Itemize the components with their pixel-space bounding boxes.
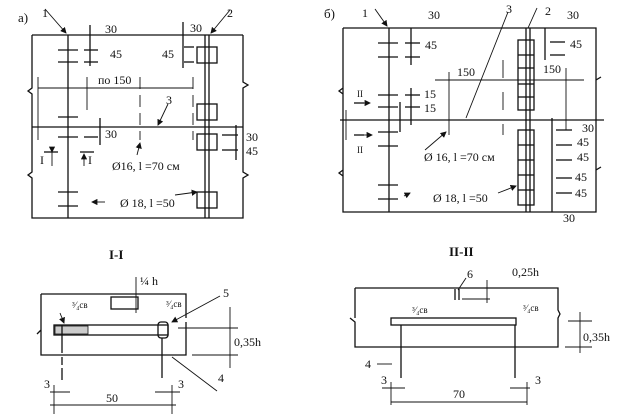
anchors-right-b xyxy=(517,28,572,212)
slab-outline-b xyxy=(337,27,602,213)
callout-3-b: 3 xyxy=(506,2,512,16)
callout-1-b: 1 xyxy=(362,6,368,20)
section-2-dim-70: 70 xyxy=(453,387,465,401)
panel-b: б) xyxy=(324,2,604,225)
section-mark-I: I I xyxy=(40,146,94,167)
anchors-right-a xyxy=(182,22,238,209)
note-b-1: Ø 18, l =50 xyxy=(433,191,488,205)
dim-b-7: 15 xyxy=(424,101,436,115)
section-2-outline xyxy=(349,287,561,348)
section-2-top-dim: 0,25h xyxy=(512,265,539,279)
note-a-0: Ø16, l =70 см xyxy=(112,159,180,173)
section-1-outline xyxy=(36,293,187,356)
section-mark-b-top: II xyxy=(357,89,363,99)
section-2-title: II-II xyxy=(449,244,474,259)
dim-b-13: 30 xyxy=(563,211,575,225)
section-2-weld-left: ³⁄₄св xyxy=(412,305,428,315)
dim-b-0: 30 xyxy=(428,8,440,22)
section-1-dim-3-right: 3 xyxy=(178,377,184,391)
dim-a-7: 45 xyxy=(246,144,258,158)
section-2-side-dim: 0,35h xyxy=(583,330,610,344)
section-1-callout-4: 4 xyxy=(218,371,224,385)
section-2-callout-6: 6 xyxy=(467,267,473,281)
section-1-1: I-I ¼ h ³⁄₄св ³⁄₄св 5 4 0,35h 3 3 50 xyxy=(36,247,261,414)
dim-b-2: 30 xyxy=(567,8,579,22)
section-2-dim-3-right: 3 xyxy=(535,373,541,387)
section-mark-a-left: I xyxy=(40,153,44,167)
panel-b-label: б) xyxy=(324,6,335,21)
dim-a-6: 30 xyxy=(246,130,258,144)
callout-3-a: 3 xyxy=(166,93,172,107)
section-1-side-dim: 0,35h xyxy=(234,335,261,349)
note-b-0: Ø 16, l =70 см xyxy=(424,150,495,164)
dim-b-8: 30 xyxy=(582,121,594,135)
dim-b-12: 45 xyxy=(575,186,587,200)
dim-a-1: 45 xyxy=(110,47,122,61)
callout-2-a: 2 xyxy=(227,6,233,20)
dim-a-3: 45 xyxy=(162,47,174,61)
anchors-left-b xyxy=(378,28,420,200)
dim-b-4: 150 xyxy=(457,65,475,79)
section-1-weld-right: ³⁄₄св xyxy=(166,299,182,309)
dim-b-9: 45 xyxy=(577,135,589,149)
section-1-dim-50: 50 xyxy=(106,391,118,405)
section-mark-a-right: I xyxy=(88,153,92,167)
panel-a-label: а) xyxy=(18,10,28,25)
dim-b-11: 45 xyxy=(575,170,587,184)
dim-a-4: по 150 xyxy=(98,73,131,87)
note-a-1: Ø 18, l =50 xyxy=(120,196,175,210)
dim-b-5: 150 xyxy=(543,62,561,76)
section-mark-II: II II xyxy=(354,89,373,155)
dim-b-3: 45 xyxy=(570,37,582,51)
dim-b-1: 45 xyxy=(425,38,437,52)
section-2-callout-4: 4 xyxy=(365,357,371,371)
section-1-top-dim: ¼ h xyxy=(140,274,158,288)
section-1-rib-notch xyxy=(110,296,139,310)
slab-outline-a xyxy=(26,34,250,219)
section-mark-b-bottom: II xyxy=(357,145,363,155)
anchors-left-a xyxy=(58,25,101,207)
panel-a: а) xyxy=(18,6,258,219)
section-2-2: II-II 6 0,25h ³⁄₄св ³⁄₄св 4 0,35h 3 3 70 xyxy=(349,244,610,405)
section-1-weld-left: ³⁄₄св xyxy=(72,300,88,310)
section-2-dim-3-left: 3 xyxy=(381,373,387,387)
dim-a-2: 30 xyxy=(190,21,202,35)
dim-a-5: 30 xyxy=(105,127,117,141)
section-1-title: I-I xyxy=(109,247,123,262)
dim-b-10: 45 xyxy=(577,150,589,164)
dim-b-6: 15 xyxy=(424,87,436,101)
callout-1-a: 1 xyxy=(42,6,48,20)
callout-2-b: 2 xyxy=(545,4,551,18)
section-2-weld-right: ³⁄₄св xyxy=(523,303,539,313)
dim-a-0: 30 xyxy=(105,22,117,36)
section-1-callout-5: 5 xyxy=(223,286,229,300)
section-2-plate xyxy=(390,317,517,326)
section-1-dim-3-left: 3 xyxy=(44,377,50,391)
